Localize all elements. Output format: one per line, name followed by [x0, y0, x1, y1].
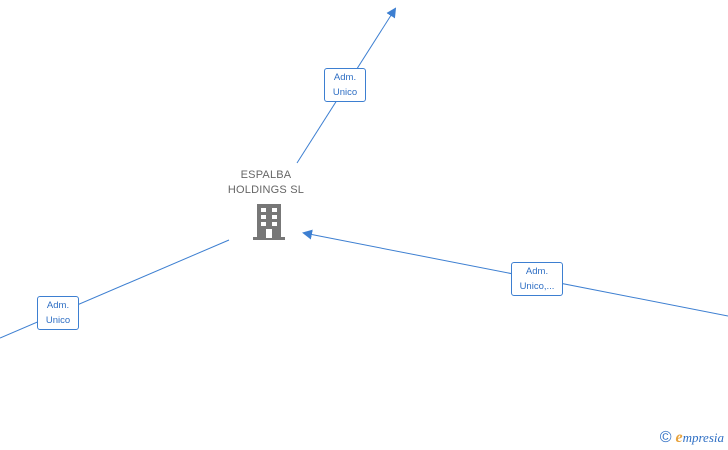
footer-branding: © empresia [660, 428, 724, 448]
copyright-icon: © [659, 429, 672, 446]
edge-label-top-line2: Unico [332, 87, 358, 98]
company-node-name[interactable]: ESPALBA HOLDINGS SL [196, 168, 336, 198]
edge-label-top-line1: Adm. [333, 72, 357, 83]
company-name-line2: HOLDINGS SL [227, 184, 305, 196]
edge-label-left[interactable]: Adm. Unico [37, 296, 79, 330]
edge-label-right-line1: Adm. [525, 266, 549, 277]
edge-line-left [0, 239, 230, 339]
edge-label-left-line2: Unico [45, 315, 71, 326]
company-name-line1: ESPALBA [240, 169, 292, 181]
brand-logo[interactable]: empresia [675, 428, 724, 448]
brand-name-rest: mpresia [682, 430, 724, 445]
edge-label-right[interactable]: Adm. Unico,... [511, 262, 563, 296]
edge-label-left-line1: Adm. [46, 300, 70, 311]
building-icon[interactable] [253, 204, 285, 240]
edge-label-right-line2: Unico,... [519, 281, 555, 292]
brand-initial: e [675, 429, 683, 446]
edge-label-top[interactable]: Adm. Unico [324, 68, 366, 102]
